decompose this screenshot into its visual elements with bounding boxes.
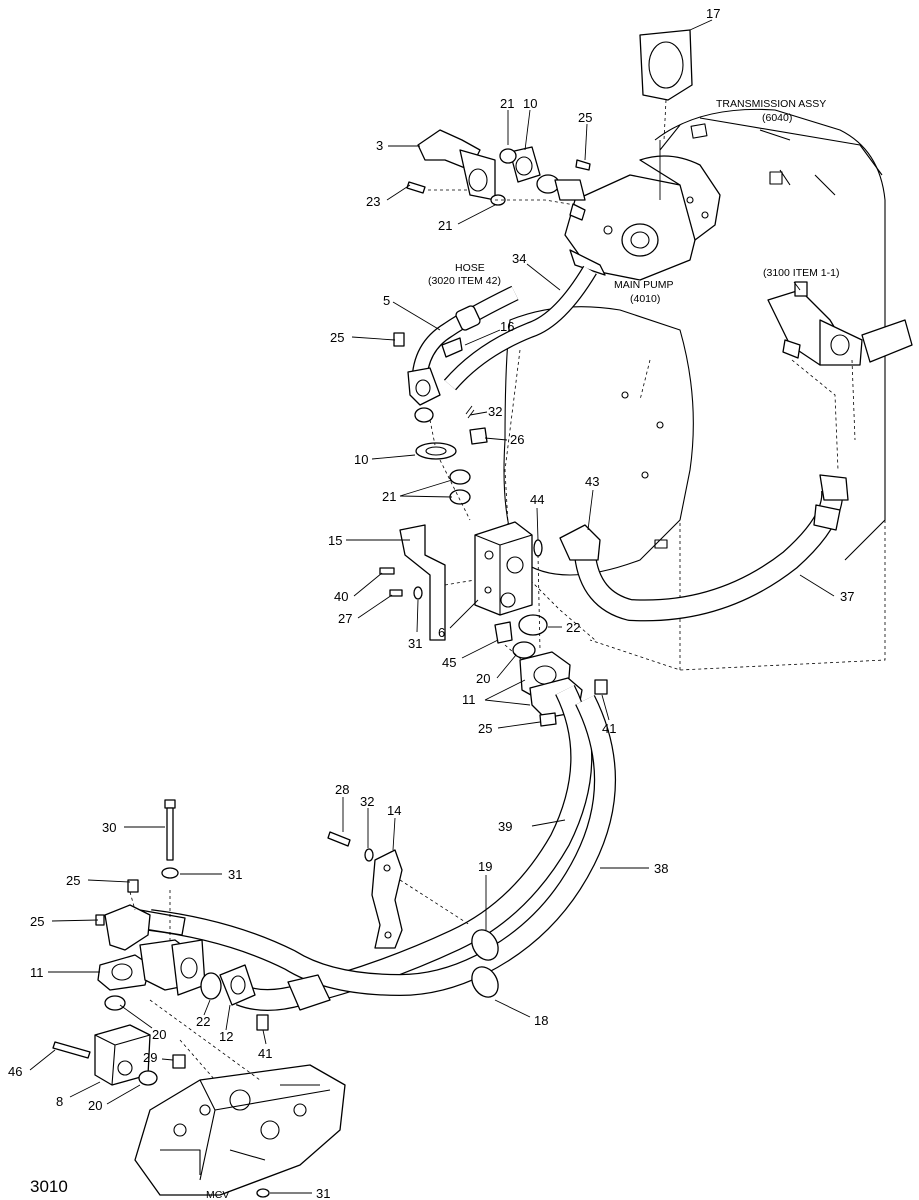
callout-8: 8 (56, 1094, 63, 1109)
callout-21-mid: 21 (438, 218, 452, 233)
callout-43: 43 (585, 474, 599, 489)
callout-23: 23 (366, 194, 380, 209)
clamp-14 (327, 831, 471, 949)
bolt-30 (161, 799, 179, 879)
main-pump (564, 140, 721, 281)
notes: TRANSMISSION ASSY (6040) HOSE (3020 ITEM… (206, 98, 839, 1200)
callout-34: 34 (512, 251, 526, 266)
callout-41-lower: 41 (258, 1046, 272, 1061)
callout-22-upper: 22 (566, 620, 580, 635)
callout-41-upper: 41 (602, 721, 616, 736)
callout-11-lower: 11 (30, 965, 44, 980)
suction-tube-3 (406, 129, 591, 221)
block-8 (52, 1024, 186, 1086)
callout-31-bottom: 31 (316, 1186, 330, 1200)
note-item-ref: (3100 ITEM 1-1) (763, 267, 839, 279)
note-transmission-ref: (6040) (762, 112, 792, 124)
callout-25-lower-b: 25 (30, 914, 44, 929)
callout-21-top: 21 (500, 96, 514, 111)
hose-38 (148, 695, 616, 997)
bracket-15 (379, 524, 476, 641)
callout-5: 5 (383, 293, 390, 308)
transmission-housing (503, 108, 886, 671)
fitting-3100 (767, 281, 913, 471)
note-main-pump-ref: (4010) (630, 293, 660, 305)
callout-3: 3 (376, 138, 383, 153)
callout-25-lower-a: 25 (66, 873, 80, 888)
callout-11-upper: 11 (462, 692, 476, 707)
callout-44: 44 (530, 492, 544, 507)
callout-25-mid: 25 (478, 721, 492, 736)
callout-20-mid: 20 (152, 1027, 166, 1042)
callout-22-lower: 22 (196, 1014, 210, 1029)
tube-5 (393, 285, 519, 423)
callout-19: 19 (478, 859, 492, 874)
callout-10-mid: 10 (354, 452, 368, 467)
valve-block-6 (474, 521, 533, 644)
callout-26: 26 (510, 432, 524, 447)
callout-45: 45 (442, 655, 456, 670)
callout-10-top: 10 (523, 96, 537, 111)
callout-14: 14 (387, 803, 401, 818)
note-main-pump: MAIN PUMP (614, 279, 674, 291)
callout-15: 15 (328, 533, 342, 548)
callout-31-lower: 31 (228, 867, 242, 882)
note-transmission: TRANSMISSION ASSY (716, 98, 826, 110)
callout-18: 18 (534, 1013, 548, 1028)
callout-21-low: 21 (382, 489, 396, 504)
callout-27: 27 (338, 611, 352, 626)
leader-lines (29, 19, 835, 1194)
callout-20-upper: 20 (476, 671, 490, 686)
callout-28: 28 (335, 782, 349, 797)
callout-31-bracket: 31 (408, 636, 422, 651)
mcv-valve (134, 999, 346, 1198)
note-mcv: MCV (206, 1189, 229, 1200)
callout-20-lower: 20 (88, 1098, 102, 1113)
callout-25-top: 25 (578, 110, 592, 125)
gasket-17 (639, 29, 693, 141)
callout-29: 29 (143, 1050, 157, 1065)
callout-46: 46 (8, 1064, 22, 1079)
note-hose-ref: (3020 ITEM 42) (428, 275, 501, 287)
callouts: 17 21 10 25 3 23 21 34 5 25 16 32 26 10 … (8, 6, 854, 1200)
callout-38: 38 (654, 861, 668, 876)
callout-12: 12 (219, 1029, 233, 1044)
callout-16: 16 (500, 319, 514, 334)
hose-37 (559, 474, 849, 622)
callout-6: 6 (438, 625, 445, 640)
page-code: 3010 (30, 1177, 68, 1196)
callout-17: 17 (706, 6, 720, 21)
callout-30: 30 (102, 820, 116, 835)
callout-25-left: 25 (330, 330, 344, 345)
hose-34 (443, 265, 597, 391)
callout-40: 40 (334, 589, 348, 604)
callout-37: 37 (840, 589, 854, 604)
callout-39: 39 (498, 819, 512, 834)
note-hose: HOSE (455, 262, 485, 274)
callout-32-upper: 32 (488, 404, 502, 419)
callout-32-lower: 32 (360, 794, 374, 809)
